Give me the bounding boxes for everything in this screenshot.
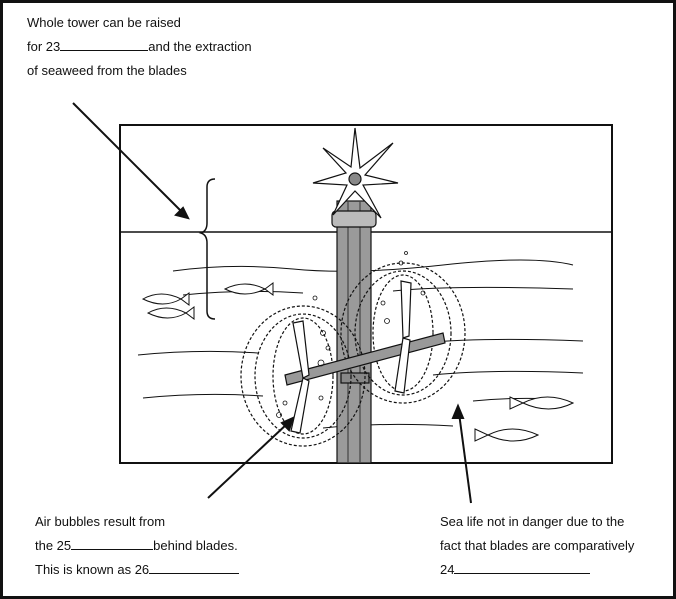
label-bottom-right: Sea life not in danger due to the fact t… <box>440 510 634 582</box>
brace <box>198 178 216 320</box>
tidal-turbine-diagram <box>72 102 613 504</box>
rotor-arm <box>284 280 446 434</box>
label-top-line1: Whole tower can be raised <box>27 15 181 30</box>
label-top-line2-suffix: and the extraction <box>148 39 252 54</box>
rotor-left <box>240 305 366 447</box>
label-bottom-left-line2-suffix: behind blades. <box>153 538 238 553</box>
question-24: 24 <box>440 562 455 577</box>
fish-icon <box>223 282 274 296</box>
label-top-line2: for 23 and the extraction <box>27 35 252 59</box>
label-top: Whole tower can be raised for 23 and the … <box>27 11 252 83</box>
air-bubbles <box>276 251 426 418</box>
answer-blank-23[interactable] <box>60 37 149 51</box>
fish-icon <box>474 428 540 442</box>
label-bottom-left-line2: the 25 behind blades. <box>35 534 239 558</box>
fish-group <box>141 282 575 442</box>
arrows <box>72 102 472 504</box>
fish-icon <box>509 396 575 410</box>
tower <box>331 200 377 464</box>
label-bottom-left-line3: This is known as 26 <box>35 558 240 582</box>
fish-icon <box>146 306 195 320</box>
label-bottom-left-line1: Air bubbles result from <box>35 514 166 529</box>
answer-blank-25[interactable] <box>71 536 154 550</box>
label-bottom-left: Air bubbles result from the 25 behind bla… <box>35 510 240 582</box>
rotor-star-top <box>312 127 399 219</box>
label-bottom-right-line1: Sea life not in danger due to the <box>440 514 625 529</box>
question-25: the 25 <box>35 538 72 553</box>
answer-blank-26[interactable] <box>149 560 240 574</box>
label-bottom-right-line2: fact that blades are comparatively <box>440 538 635 553</box>
label-top-line3: of seaweed from the blades <box>27 63 187 78</box>
question-23: for 23 <box>27 39 61 54</box>
question-26: This is known as 26 <box>35 562 150 577</box>
label-bottom-right-line3: 24 <box>440 558 634 582</box>
answer-blank-24[interactable] <box>454 560 591 574</box>
fish-icon <box>141 292 190 306</box>
